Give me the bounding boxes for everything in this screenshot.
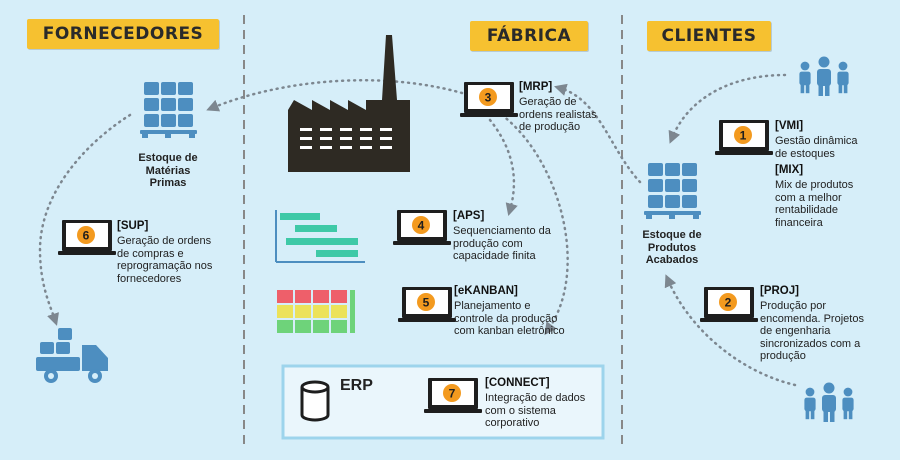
arrow-clients-to-finished bbox=[668, 73, 787, 144]
factory-icon bbox=[288, 35, 410, 172]
svg-text:5: 5 bbox=[423, 296, 430, 310]
truck-icon bbox=[36, 328, 108, 383]
badge-connect: 7 bbox=[443, 384, 461, 402]
badge-vmi: 1 bbox=[734, 126, 752, 144]
erp-label: ERP bbox=[340, 377, 373, 394]
section-label-suppliers: FORNECEDORES bbox=[27, 19, 219, 49]
ekanban-tag: [eKANBAN] bbox=[454, 285, 518, 297]
svg-text:4: 4 bbox=[418, 219, 425, 233]
section-label-clients: CLIENTES bbox=[647, 21, 771, 51]
mrp-tag: [MRP] bbox=[519, 81, 553, 93]
clients-group-icon-top bbox=[799, 56, 849, 96]
aps-tag: [APS] bbox=[453, 210, 485, 222]
svg-text:3: 3 bbox=[485, 91, 492, 105]
raw-materials-stock-icon bbox=[140, 82, 197, 138]
finished-products-stock-icon bbox=[644, 163, 701, 219]
badge-ekanban: 5 bbox=[417, 293, 435, 311]
arrow-raw-to-truck bbox=[38, 113, 132, 326]
mix-tag: [MIX] bbox=[775, 164, 804, 176]
svg-text:2: 2 bbox=[725, 296, 732, 310]
badge-proj: 2 bbox=[719, 293, 737, 311]
badge-aps: 4 bbox=[412, 216, 430, 234]
svg-text:1: 1 bbox=[740, 129, 747, 143]
svg-text:6: 6 bbox=[83, 229, 90, 243]
badge-sup: 6 bbox=[77, 226, 95, 244]
gantt-chart-icon bbox=[275, 210, 365, 263]
badge-mrp: 3 bbox=[479, 88, 497, 106]
sup-tag: [SUP] bbox=[117, 220, 149, 232]
proj-tag: [PROJ] bbox=[760, 285, 799, 297]
database-icon bbox=[300, 380, 330, 422]
kanban-board-icon bbox=[277, 290, 355, 333]
arrow-finished-to-mrp bbox=[554, 83, 642, 184]
clients-group-icon-bottom bbox=[804, 382, 854, 422]
svg-text:7: 7 bbox=[449, 387, 456, 401]
arrow-clients-to-finished-bottom bbox=[664, 274, 797, 387]
arrow-mrp-to-aps bbox=[488, 118, 518, 217]
arrow-mrp-to-ekanban bbox=[500, 113, 569, 336]
arrow-mrp-to-raw-stock bbox=[206, 79, 464, 112]
vmi-tag: [VMI] bbox=[775, 120, 804, 132]
connect-tag: [CONNECT] bbox=[485, 377, 550, 389]
section-label-factory: FÁBRICA bbox=[470, 21, 588, 51]
